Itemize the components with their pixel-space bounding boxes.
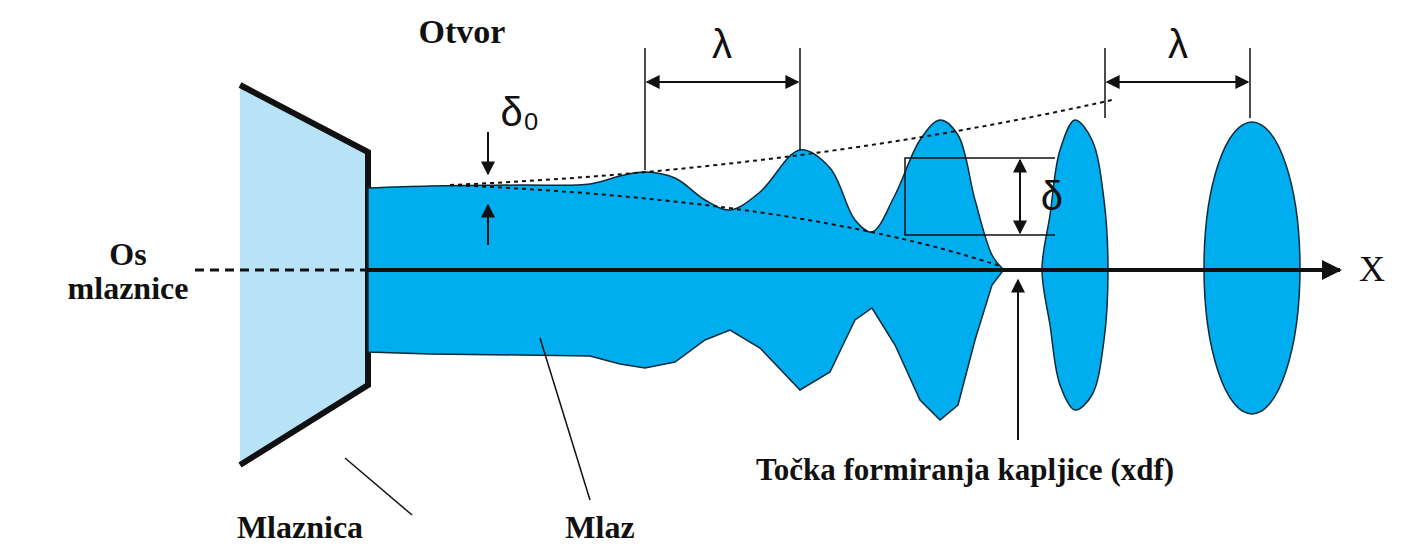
leader-line <box>540 338 590 500</box>
wavelength-label: λ <box>1168 23 1188 65</box>
initial-amplitude-label: δ₀ <box>501 91 540 133</box>
jet-axis <box>368 268 1340 272</box>
nozzle-body <box>240 85 368 465</box>
dimension-tick <box>1104 48 1106 118</box>
axis-name: X <box>1359 251 1385 289</box>
drop-formation-label: Točka formiranja kapljice (xdf) <box>756 454 1174 487</box>
orifice-label: Otvor <box>419 14 506 50</box>
dimension-tick <box>644 48 646 170</box>
dimension-arrow <box>487 205 489 245</box>
dimension-arrow <box>487 132 489 174</box>
jet-label: Mlaz <box>565 511 634 545</box>
dimension-arrow <box>647 81 798 83</box>
dimension-tick <box>799 48 801 150</box>
axis-label: Os mlaznice <box>53 238 203 305</box>
nozzle-outline <box>240 85 368 465</box>
nozzle-label: Mlaznica <box>237 511 363 545</box>
wavelength-label: λ <box>712 23 732 65</box>
amplitude-bracket <box>905 158 1055 235</box>
leader-arrow <box>1017 280 1019 440</box>
dimension-arrow <box>1107 81 1248 83</box>
dimension-arrow <box>1019 160 1021 233</box>
axis-dashed <box>195 269 368 272</box>
dimension-tick <box>1249 48 1251 118</box>
droplet <box>1042 120 1108 410</box>
envelope-line <box>450 100 1112 185</box>
jet-edge <box>368 272 1002 420</box>
envelope-line <box>450 185 1000 266</box>
amplitude-label: δ <box>1041 175 1063 217</box>
leader-line <box>345 458 412 515</box>
